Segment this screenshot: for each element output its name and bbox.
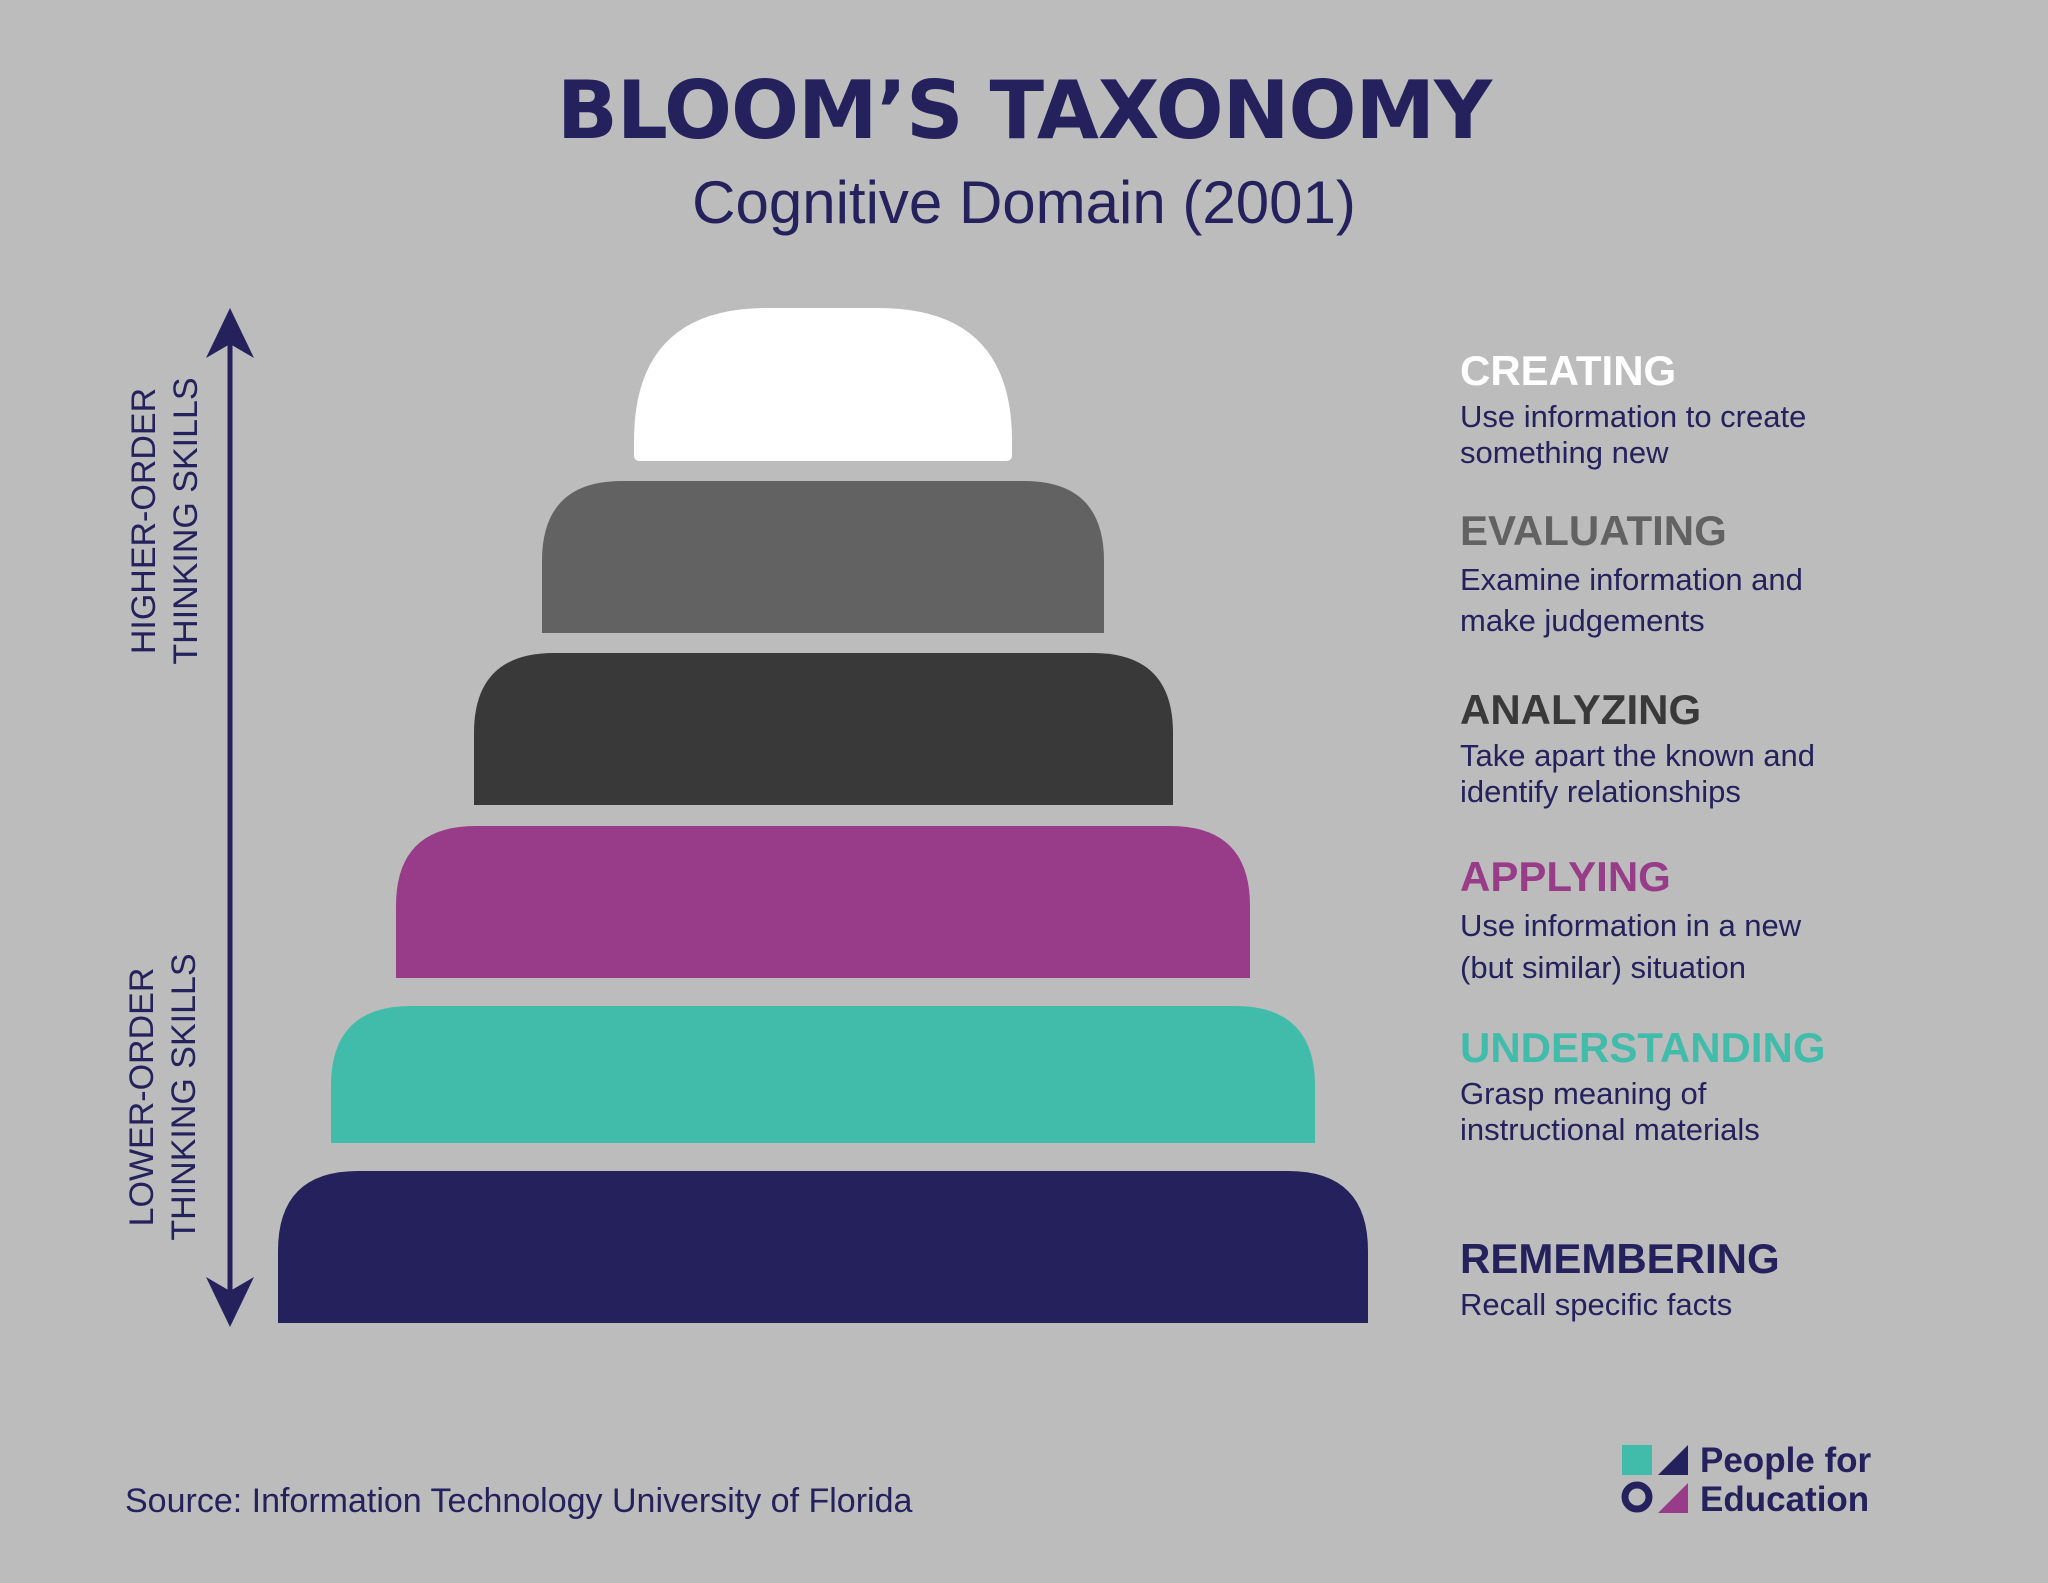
logo-text: People for Education <box>1700 1441 1871 1519</box>
level-creating: CREATING Use information to create somet… <box>1460 347 2020 471</box>
level-desc-line: make judgements <box>1460 603 1705 638</box>
level-desc-line: identify relationships <box>1460 774 1741 809</box>
people-for-education-logo: People for Education <box>1620 1441 1910 1523</box>
lower-order-line2: THINKING SKILLS <box>165 953 203 1241</box>
lower-order-line1: LOWER-ORDER <box>123 967 161 1227</box>
level-desc-line: something new <box>1460 435 1669 470</box>
level-evaluating: EVALUATING Examine information and make … <box>1460 507 2020 641</box>
tier-remembering <box>278 1171 1368 1323</box>
level-description: Use information in a new (but similar) s… <box>1460 905 2020 989</box>
level-name: EVALUATING <box>1460 507 1727 554</box>
page-subtitle: Cognitive Domain (2001) <box>692 169 1356 236</box>
tier-understanding <box>331 1006 1315 1143</box>
level-desc-line: Use information to create <box>1460 399 1807 434</box>
logo-mark-icon <box>1621 1445 1688 1513</box>
level-description: Use information to create something new <box>1460 399 2020 471</box>
level-description: Examine information and make judgements <box>1460 559 2020 641</box>
level-desc-line: (but similar) situation <box>1460 950 1746 985</box>
level-desc-line: instructional materials <box>1460 1112 1760 1147</box>
level-remembering: REMEMBERING Recall specific facts <box>1460 1235 2020 1323</box>
level-desc-line: Use information in a new <box>1460 908 1802 943</box>
level-description: Recall specific facts <box>1460 1287 2020 1323</box>
logo-line1: People for <box>1700 1441 1872 1480</box>
tier-evaluating <box>542 481 1104 633</box>
level-desc-line: Grasp meaning of <box>1460 1076 1707 1111</box>
level-desc-line: Take apart the known and <box>1460 738 1816 773</box>
higher-order-line2: THINKING SKILLS <box>167 377 205 665</box>
level-name: APPLYING <box>1460 853 1671 900</box>
logo-line2: Education <box>1700 1480 1870 1519</box>
level-name: CREATING <box>1460 347 1677 394</box>
tier-creating <box>634 308 1012 461</box>
level-desc-line: Recall specific facts <box>1460 1287 1733 1322</box>
higher-order-line1: HIGHER-ORDER <box>125 387 163 655</box>
lower-order-label: LOWER-ORDER THINKING SKILLS <box>121 932 205 1262</box>
level-name: UNDERSTANDING <box>1460 1024 1826 1071</box>
double-arrow-icon <box>206 308 254 1327</box>
level-understanding: UNDERSTANDING Grasp meaning of instructi… <box>1460 1024 2020 1148</box>
level-name: REMEMBERING <box>1460 1235 1780 1282</box>
tier-analyzing <box>474 653 1173 805</box>
level-desc-line: Examine information and <box>1460 562 1803 597</box>
level-description: Grasp meaning of instructional materials <box>1460 1076 2020 1148</box>
page-title: BLOOM’S TAXONOMY <box>556 64 1492 157</box>
level-name: ANALYZING <box>1460 686 1702 733</box>
level-description: Take apart the known and identify relati… <box>1460 738 2020 810</box>
source-citation: Source: Information Technology Universit… <box>125 1482 913 1520</box>
level-analyzing: ANALYZING Take apart the known and ident… <box>1460 686 2020 810</box>
level-applying: APPLYING Use information in a new (but s… <box>1460 853 2020 989</box>
higher-order-label: HIGHER-ORDER THINKING SKILLS <box>123 356 207 686</box>
tier-applying <box>396 826 1250 978</box>
